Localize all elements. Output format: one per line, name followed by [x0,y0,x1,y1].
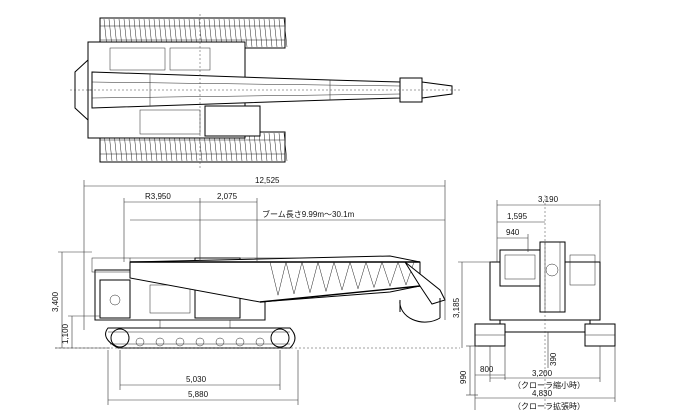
label-rear-radius: R3,950 [145,192,171,201]
label-overall-length: 12,525 [255,176,280,185]
label-gauge-extended-note: （クローラ拡張時） [513,401,585,411]
front-view [474,195,616,410]
label-front-offset: 2,075 [217,192,238,201]
label-track-length: 5,880 [188,390,209,399]
side-counterweight [99,279,131,319]
front-cab [499,249,541,287]
label-cab-width: 1,595 [507,212,528,221]
label-overall-width: 3,190 [538,195,559,204]
label-tumbler-length: 5,030 [186,375,207,384]
label-clearance-390: 390 [549,352,558,366]
dimension-lines [55,180,616,410]
label-gauge-extended: 4,830 [532,389,553,398]
label-body-height: 3,185 [452,297,461,318]
label-ground-clearance: 990 [459,370,468,384]
plan-view [70,14,460,168]
label-height: 3,400 [51,291,60,312]
side-boom-head [404,261,446,305]
side-view [55,255,460,349]
label-gauge-retracted: 3,200 [532,369,553,378]
front-boom-foot [539,241,566,313]
label-shoe-width: 800 [480,365,494,374]
label-gauge-retracted-note: （クローラ縮小時） [513,380,585,390]
plan-cab [204,105,261,137]
label-track-height: 1,100 [61,323,70,344]
label-boom-length: ブーム長さ9.99m～30.1m [262,209,355,219]
dimension-labels: 12,525 R3,950 2,075 ブーム長さ9.99m～30.1m 3,4… [51,176,585,411]
side-boom [129,255,421,303]
label-cab-offset: 940 [506,228,520,237]
